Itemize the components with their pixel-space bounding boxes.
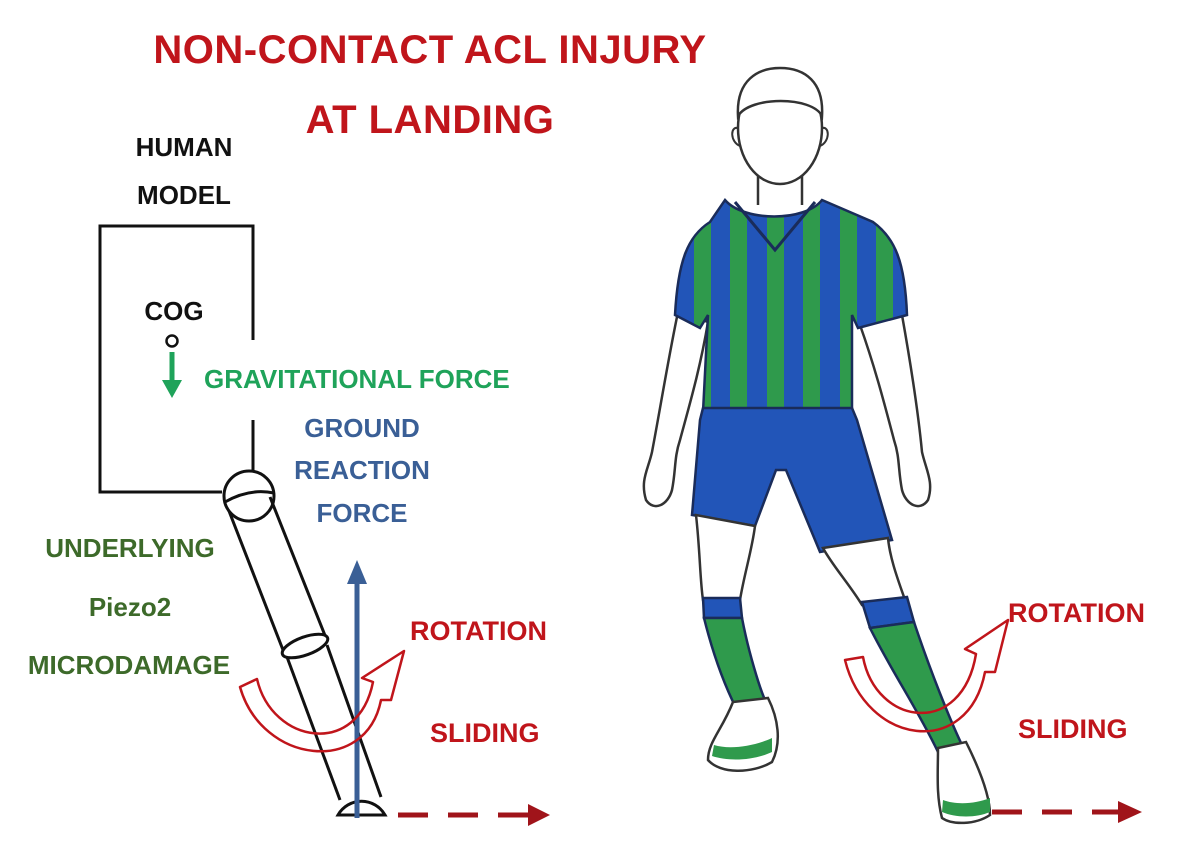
player-head <box>731 66 829 205</box>
rotation-label-left: ROTATION <box>410 616 547 646</box>
player-arms <box>642 310 932 508</box>
cog-marker <box>165 334 179 348</box>
grf-label-1: GROUND <box>304 413 420 443</box>
human-model <box>98 224 550 826</box>
sliding-label-right: SLIDING <box>1018 714 1128 744</box>
human-model-heading-2: MODEL <box>137 180 231 210</box>
shank-segment <box>285 644 383 801</box>
underlying-label: UNDERLYING <box>45 533 215 563</box>
piezo2-label: Piezo2 <box>88 592 172 622</box>
rotation-label-right: ROTATION <box>1008 598 1145 628</box>
grf-arrow <box>347 560 367 818</box>
rotation-arrow-left <box>238 649 406 753</box>
sliding-arrow-right <box>992 801 1142 823</box>
hip-joint <box>222 469 276 523</box>
foot-segment <box>335 799 388 817</box>
rotation-arrow-right <box>843 618 1010 733</box>
cog-label: COG <box>144 296 204 326</box>
thigh-segment <box>227 496 328 651</box>
grf-label-3: FORCE <box>316 498 408 528</box>
body-box <box>98 224 255 494</box>
gravity-arrow <box>162 352 182 398</box>
sliding-label-left: SLIDING <box>430 718 540 748</box>
soccer-player <box>642 66 1142 825</box>
microdamage-label: MICRODAMAGE <box>27 650 231 680</box>
player-shoes <box>706 696 992 825</box>
title-line-2: AT LANDING <box>305 98 555 142</box>
knee-joint <box>280 632 330 660</box>
player-shirt <box>673 197 909 423</box>
human-model-heading-1: HUMAN <box>135 132 233 162</box>
gravitational-force-label: GRAVITATIONAL FORCE <box>204 364 510 394</box>
sliding-arrow-left <box>398 804 550 826</box>
title-line-1: NON-CONTACT ACL INJURY <box>153 28 707 72</box>
player-socks <box>701 595 964 754</box>
grf-label-2: REACTION <box>294 455 430 485</box>
